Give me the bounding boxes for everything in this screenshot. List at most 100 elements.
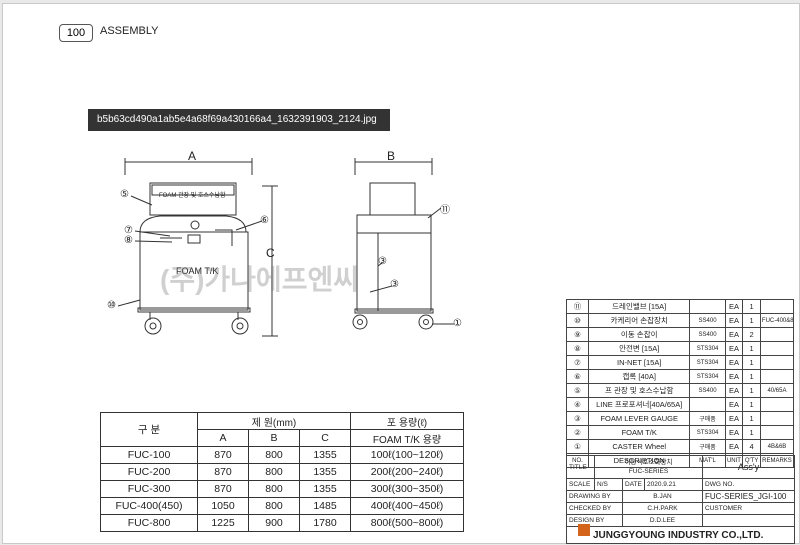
company-name: JUNGGYOUNG INDUSTRY CO.,LTD.: [565, 526, 796, 544]
spec-header-size: 제 원(mm): [197, 412, 351, 430]
part-mat: 구매품: [689, 439, 726, 454]
part-no: ⑤: [565, 383, 590, 398]
part-desc: 이동 손잡이: [588, 327, 691, 342]
part-mat: SS400: [689, 383, 726, 398]
part-qty: 2: [742, 327, 761, 342]
spec-cell: 1355: [299, 463, 351, 481]
spec-header-gubun: 구 분: [100, 412, 198, 447]
spec-cell: 870: [197, 480, 249, 498]
balloon-11: ⑪: [440, 205, 450, 216]
customer-value: [702, 514, 796, 527]
part-qty: 1: [742, 355, 761, 370]
part-unit: EA: [724, 397, 744, 412]
part-remarks: FUC-400&800: [759, 313, 795, 328]
part-no: ③: [565, 411, 590, 426]
part-no: ⑩: [565, 313, 590, 328]
part-desc: IN-NET [15A]: [588, 355, 691, 370]
part-desc: 드레인밸브 [15A]: [588, 299, 691, 314]
balloon-10: ⑩: [107, 300, 116, 311]
part-desc: FOAM T/K: [588, 425, 691, 440]
part-remarks: [759, 299, 795, 314]
dwg-number-cell: DWG NO.: [702, 478, 796, 491]
part-no: ⑪: [565, 299, 590, 314]
part-mat: STS304: [689, 425, 726, 440]
company-logo-icon: [578, 524, 590, 536]
spec-cell: 1485: [299, 497, 351, 515]
date-label: DATE: [622, 478, 645, 491]
part-desc: 캡록 [40A]: [588, 369, 691, 384]
part-mat: STS304: [689, 355, 726, 370]
table-row: FUC-200 870 800 1355 200ℓ(200~240ℓ): [100, 463, 464, 481]
title-value: 이동식포소화장치 FUC-SERIES: [593, 455, 704, 479]
part-unit: EA: [724, 313, 744, 328]
spec-cell: 200ℓ(200~240ℓ): [350, 463, 464, 481]
scale-value: N/S: [594, 478, 623, 491]
part-no: ①: [565, 439, 590, 454]
part-qty: 1: [742, 299, 761, 314]
part-mat: [689, 397, 726, 412]
spec-col-a: A: [197, 429, 249, 447]
table-row: FUC-800 1225 900 1780 800ℓ(500~800ℓ): [100, 514, 464, 532]
part-remarks: [759, 327, 795, 342]
part-unit: EA: [724, 341, 744, 356]
spec-cell: 870: [197, 446, 249, 464]
part-remarks: [759, 411, 795, 426]
drawn-label: DRAWING BY: [566, 490, 623, 503]
part-qty: 1: [742, 341, 761, 356]
spec-cell: 300ℓ(300~350ℓ): [350, 480, 464, 498]
part-unit: EA: [724, 411, 744, 426]
balloon-3: ③: [390, 279, 399, 290]
part-qty: 1: [742, 425, 761, 440]
dwg-label: DWG NO.: [705, 481, 735, 488]
spec-col-foam: FOAM T/K 용량: [350, 429, 464, 447]
customer-label: CUSTOMER: [702, 502, 796, 515]
file-name-label: b5b63cd490a1ab5e4a68f69a430166a4_1632391…: [88, 109, 390, 131]
spec-cell: 400ℓ(400~450ℓ): [350, 497, 464, 515]
part-no: ⑧: [565, 341, 590, 356]
part-remarks: 40/65A: [759, 383, 795, 398]
spec-header-capacity: 포 용량(ℓ): [350, 412, 464, 430]
spec-cell: FUC-400(450): [100, 497, 198, 515]
part-unit: EA: [724, 439, 744, 454]
assembly-number-tag: 100: [59, 24, 93, 42]
checked-value: C.H.PARK: [621, 502, 704, 515]
balloon-5: ⑤: [120, 189, 129, 200]
balloon-1: ①: [453, 318, 462, 329]
spec-cell: 1780: [299, 514, 351, 532]
part-no: ⑥: [565, 369, 590, 384]
spec-cell: 900: [248, 514, 300, 532]
part-mat: [689, 299, 726, 314]
part-no: ⑨: [565, 327, 590, 342]
part-qty: 1: [742, 369, 761, 384]
part-mat: STS304: [689, 341, 726, 356]
spec-cell: FUC-200: [100, 463, 198, 481]
part-remarks: [759, 369, 795, 384]
spec-cell: 1225: [197, 514, 249, 532]
balloon-7: ⑦: [124, 225, 133, 236]
part-mat: 구매품: [689, 411, 726, 426]
part-unit: EA: [724, 299, 744, 314]
part-unit: EA: [724, 355, 744, 370]
table-row: FUC-400(450) 1050 800 1485 400ℓ(400~450ℓ…: [100, 497, 464, 515]
title-label: TITLE: [566, 455, 595, 479]
title-value-1: 이동식포소화장치: [624, 459, 673, 466]
balloon-8: ⑧: [124, 235, 133, 246]
part-qty: 1: [742, 411, 761, 426]
part-unit: EA: [724, 327, 744, 342]
date-value: 2020.9.21: [643, 478, 704, 491]
table-row: FUC-300 870 800 1355 300ℓ(300~350ℓ): [100, 480, 464, 498]
part-unit: EA: [724, 383, 744, 398]
spec-table: 구 분 제 원(mm) 포 용량(ℓ) A B C FOAM T/K 용량 FU…: [100, 412, 464, 532]
part-qty: 4: [742, 439, 761, 454]
table-row: FUC-100 870 800 1355 100ℓ(100~120ℓ): [100, 446, 464, 464]
part-unit: EA: [724, 425, 744, 440]
part-no: ②: [565, 425, 590, 440]
scale-label: SCALE: [566, 478, 595, 491]
